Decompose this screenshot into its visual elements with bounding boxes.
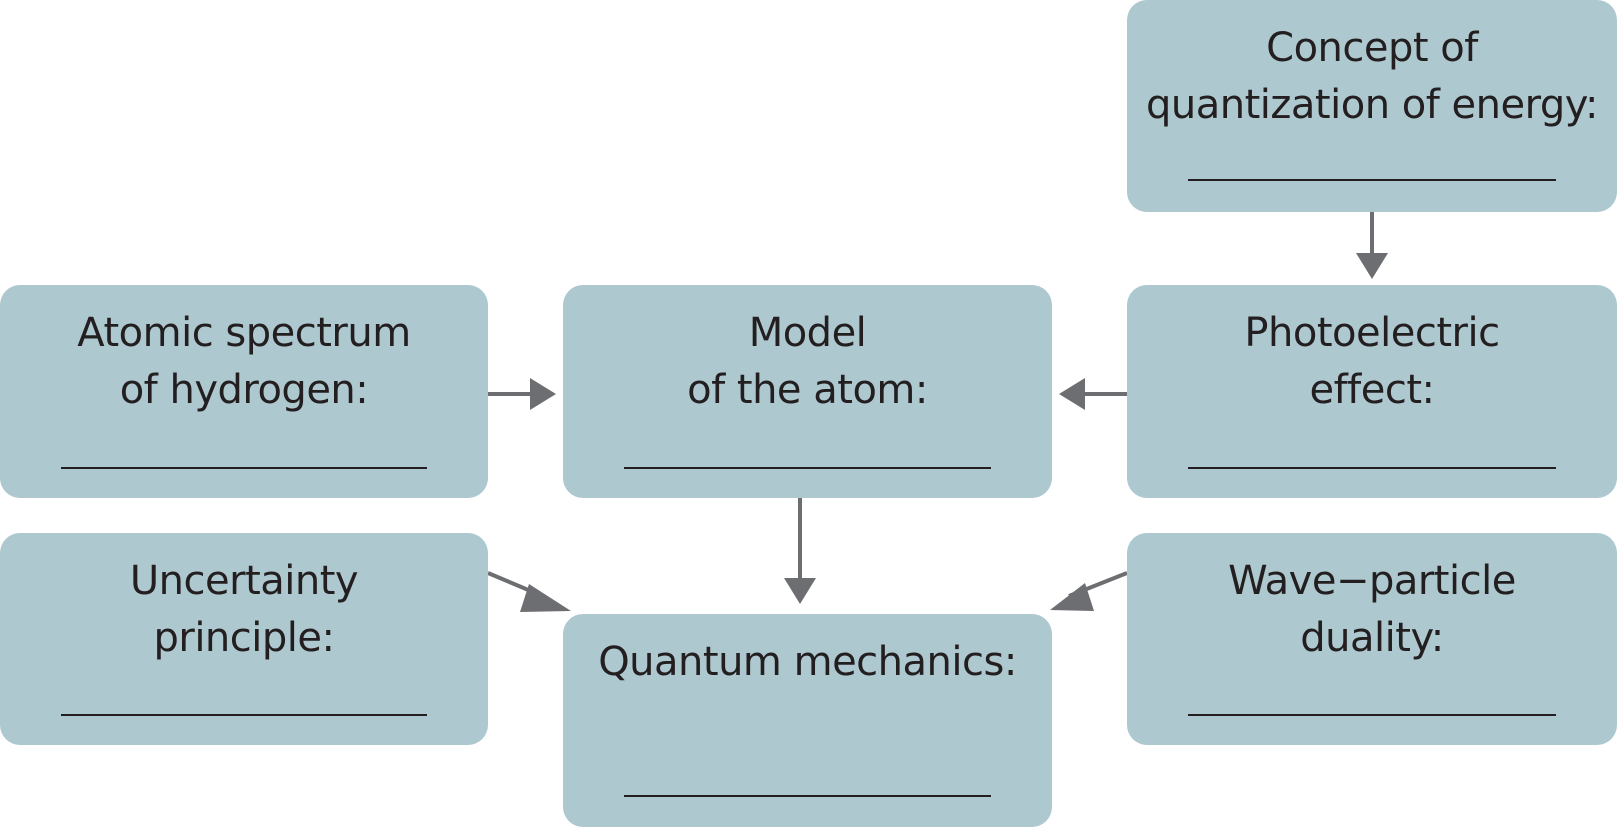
box-photoelectric-effect: Photoelectric effect:: [1127, 285, 1617, 498]
answer-blank[interactable]: [1188, 467, 1556, 469]
answer-blank[interactable]: [624, 467, 991, 469]
box-title: Quantum mechanics:: [598, 639, 1017, 685]
answer-blank[interactable]: [624, 795, 991, 797]
arrowhead-atom-model-to-quantum: [784, 578, 816, 604]
box-model-of-atom: Model of the atom:: [563, 285, 1052, 498]
box-title: Photoelectric effect:: [1244, 310, 1500, 413]
box-title: Concept of quantization of energy:: [1146, 25, 1598, 128]
arrowhead-photoelectric-to-atom-model: [1059, 378, 1085, 410]
arrowhead-duality-to-quantum: [1050, 583, 1094, 611]
box-quantization-of-energy: Concept of quantization of energy:: [1127, 0, 1617, 212]
answer-blank[interactable]: [1188, 179, 1556, 181]
arrowhead-quantization-to-photoelectric: [1356, 253, 1388, 279]
answer-blank[interactable]: [1188, 714, 1556, 716]
arrowhead-uncertainty-to-quantum: [520, 584, 571, 612]
answer-blank[interactable]: [61, 467, 427, 469]
answer-blank[interactable]: [61, 714, 427, 716]
arrowhead-hydrogen-to-atom-model: [530, 378, 556, 410]
box-uncertainty-principle: Uncertainty principle:: [0, 533, 488, 745]
box-atomic-spectrum-hydrogen: Atomic spectrum of hydrogen:: [0, 285, 488, 498]
box-title: Atomic spectrum of hydrogen:: [77, 310, 411, 413]
box-title: Wave−particle duality:: [1228, 558, 1516, 661]
box-title: Uncertainty principle:: [129, 558, 359, 661]
box-quantum-mechanics: Quantum mechanics:: [563, 614, 1052, 827]
box-wave-particle-duality: Wave−particle duality:: [1127, 533, 1617, 745]
box-title: Model of the atom:: [687, 310, 928, 413]
